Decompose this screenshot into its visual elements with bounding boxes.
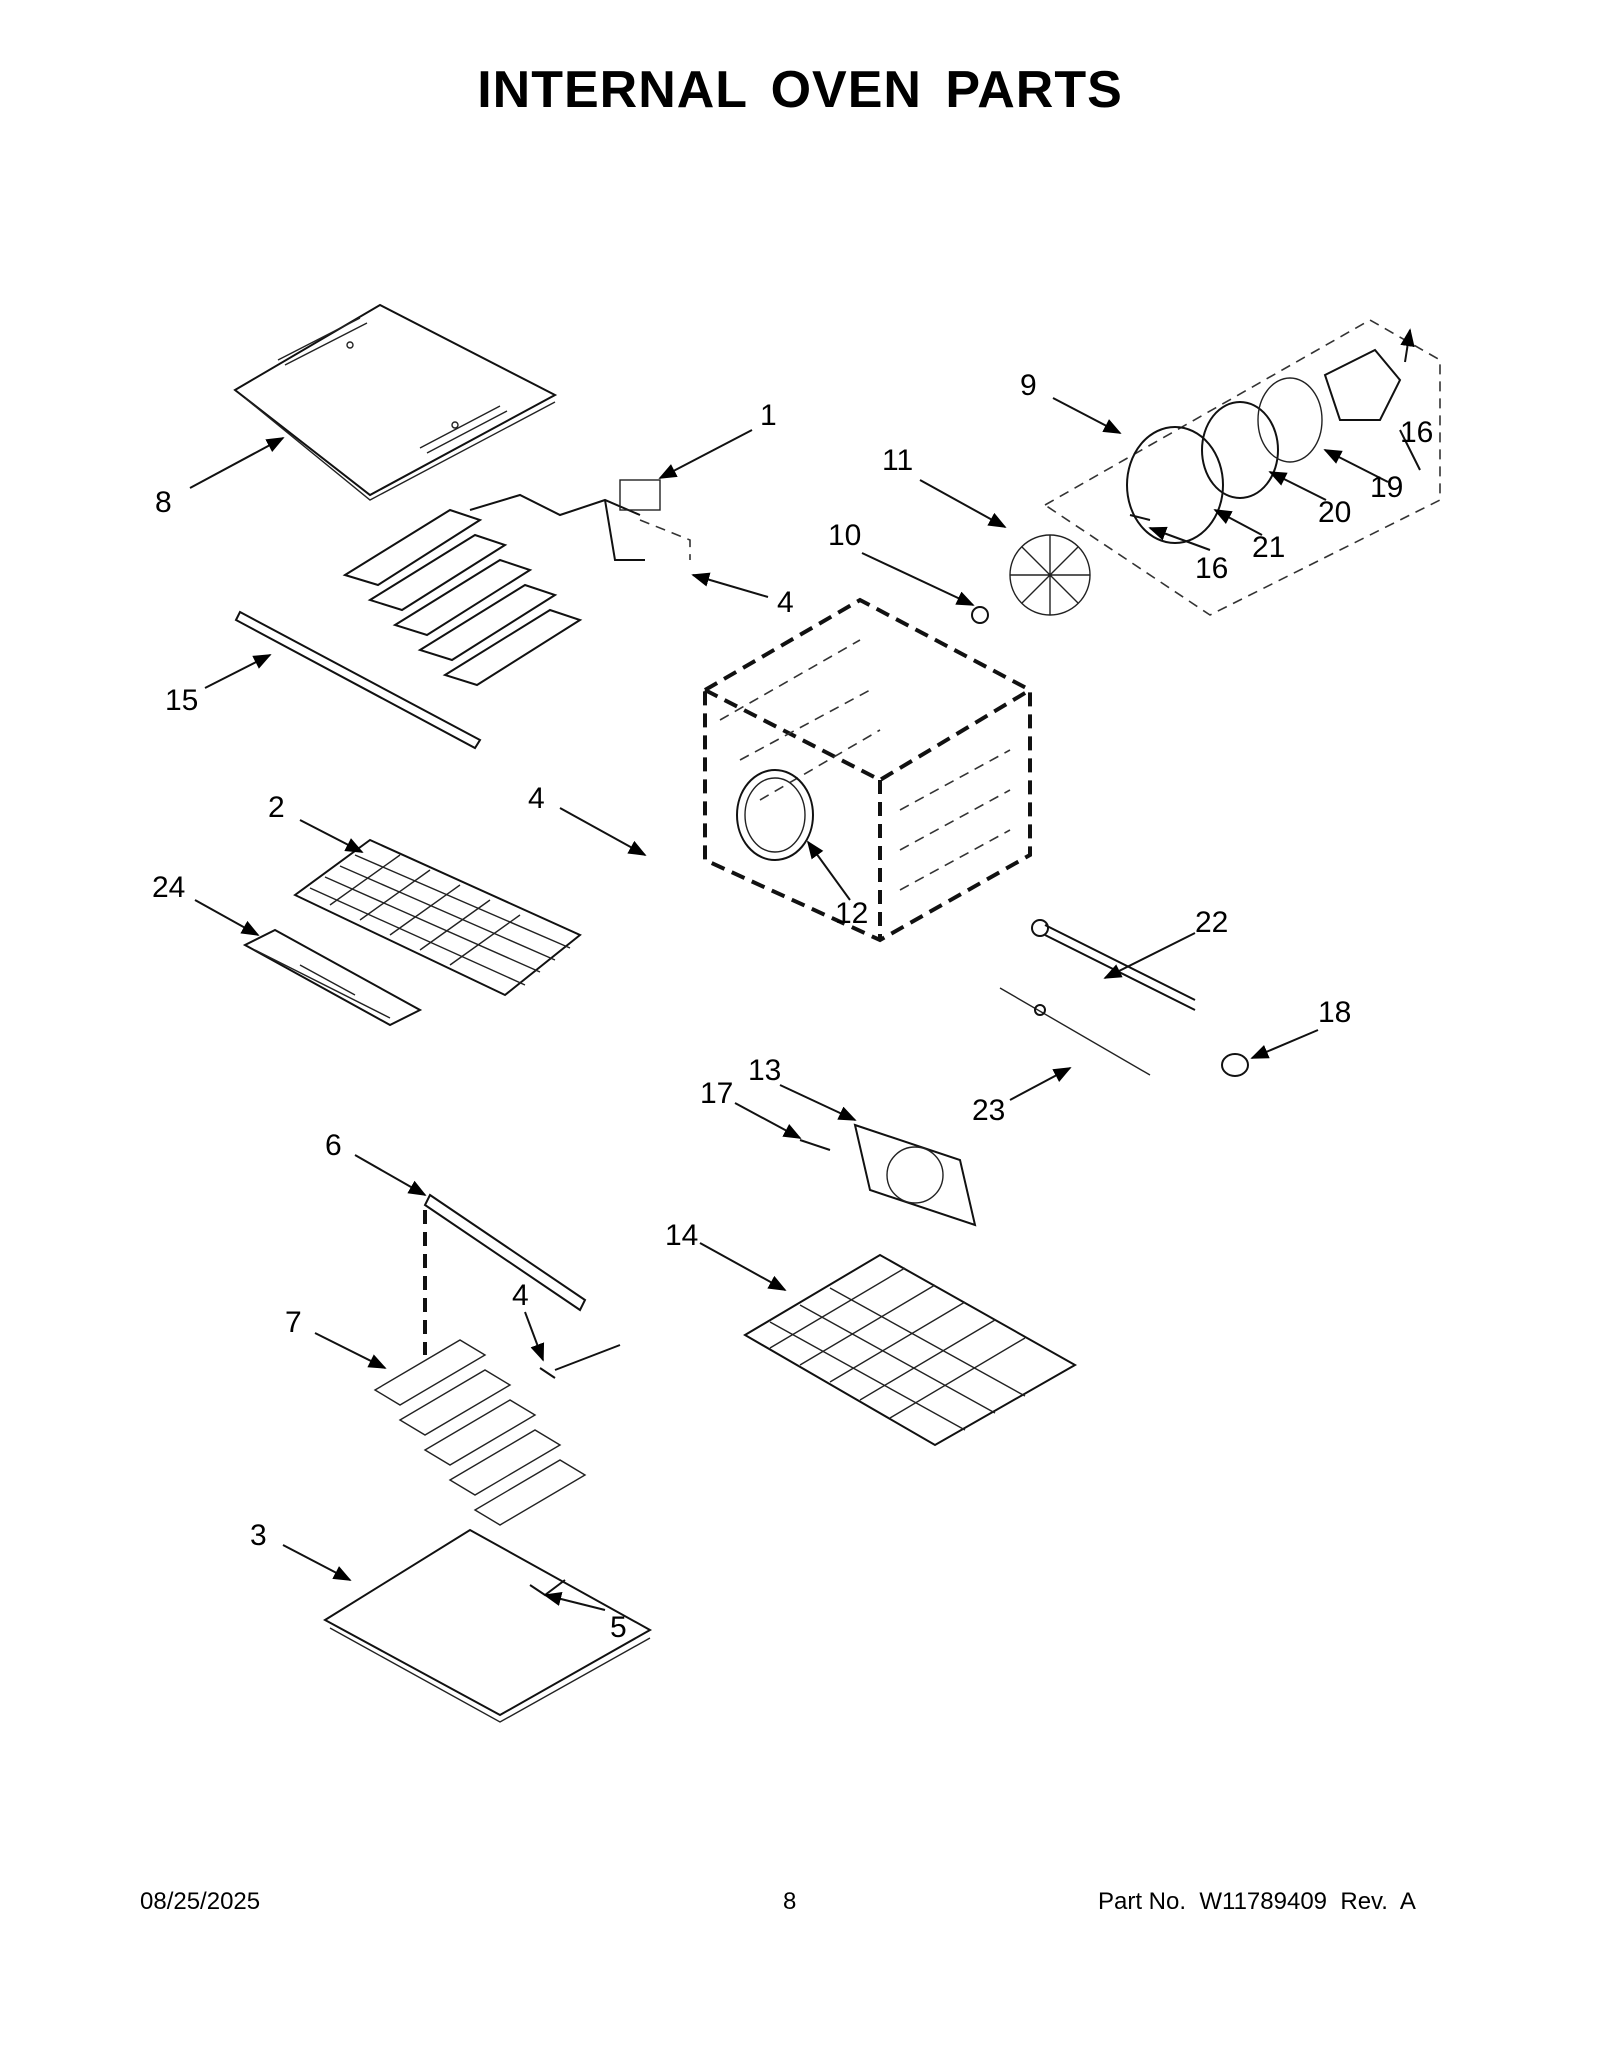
part-11-fan-blade (971, 534, 1091, 624)
callout-7: 7 (285, 1306, 302, 1339)
callout-18: 18 (1318, 996, 1351, 1029)
fan-motor-assembly (1043, 319, 1441, 616)
callout-20: 20 (1318, 496, 1351, 529)
part-3-bottom-cover (323, 1528, 653, 1723)
callout-24: 24 (152, 871, 185, 904)
callout-6: 6 (325, 1129, 342, 1162)
part-24-tray (242, 928, 423, 1027)
part-7-bake-element (373, 1339, 621, 1526)
callout-11: 11 (882, 444, 913, 477)
callout-5: 5 (610, 1611, 627, 1644)
part-2-rack (293, 838, 582, 997)
callout-4: 4 (777, 586, 794, 619)
oven-cavity-dashed (703, 597, 1032, 943)
callout-10: 10 (828, 519, 861, 552)
part-8-top-cover-plate (233, 303, 558, 501)
footer-part-number: Part No. W11789409 Rev. A (1098, 1888, 1416, 1915)
callout-12: 12 (835, 897, 868, 930)
part-18-nut (1221, 1053, 1249, 1077)
footer-page-number: 8 (783, 1888, 797, 1915)
callout-13: 13 (748, 1054, 781, 1087)
callout-8: 8 (155, 486, 172, 519)
footer-date: 08/25/2025 (140, 1888, 261, 1915)
callout-19: 19 (1370, 471, 1403, 504)
callout-15: 15 (165, 684, 198, 717)
part-22-element-rod (1031, 919, 1196, 1011)
part-14-rack (743, 1253, 1078, 1447)
callout-4: 4 (528, 782, 545, 815)
part-13-fan-cover (799, 1123, 977, 1227)
part-15-rail (234, 610, 482, 750)
callout-9: 9 (1020, 369, 1037, 402)
callout-4: 4 (512, 1279, 529, 1312)
callout-14: 14 (665, 1219, 698, 1252)
part-6-bracket (423, 1193, 587, 1355)
leader-lines (189, 328, 1415, 1611)
callout-22: 22 (1195, 906, 1228, 939)
callout-labels: 8 1 4 9 11 10 16 19 20 21 16 15 2 24 4 1… (152, 369, 1433, 1644)
callout-2: 2 (268, 791, 285, 824)
page-title: INTERNAL OVEN PARTS (477, 61, 1123, 119)
callout-17: 17 (700, 1077, 733, 1110)
callout-21: 21 (1252, 531, 1285, 564)
callout-1: 1 (760, 399, 777, 432)
callout-23: 23 (972, 1094, 1005, 1127)
part-23-probe (999, 987, 1151, 1076)
callout-16: 16 (1195, 552, 1228, 585)
callout-16: 16 (1400, 416, 1433, 449)
part-1-broil-element (342, 479, 691, 687)
callout-3: 3 (250, 1519, 267, 1552)
